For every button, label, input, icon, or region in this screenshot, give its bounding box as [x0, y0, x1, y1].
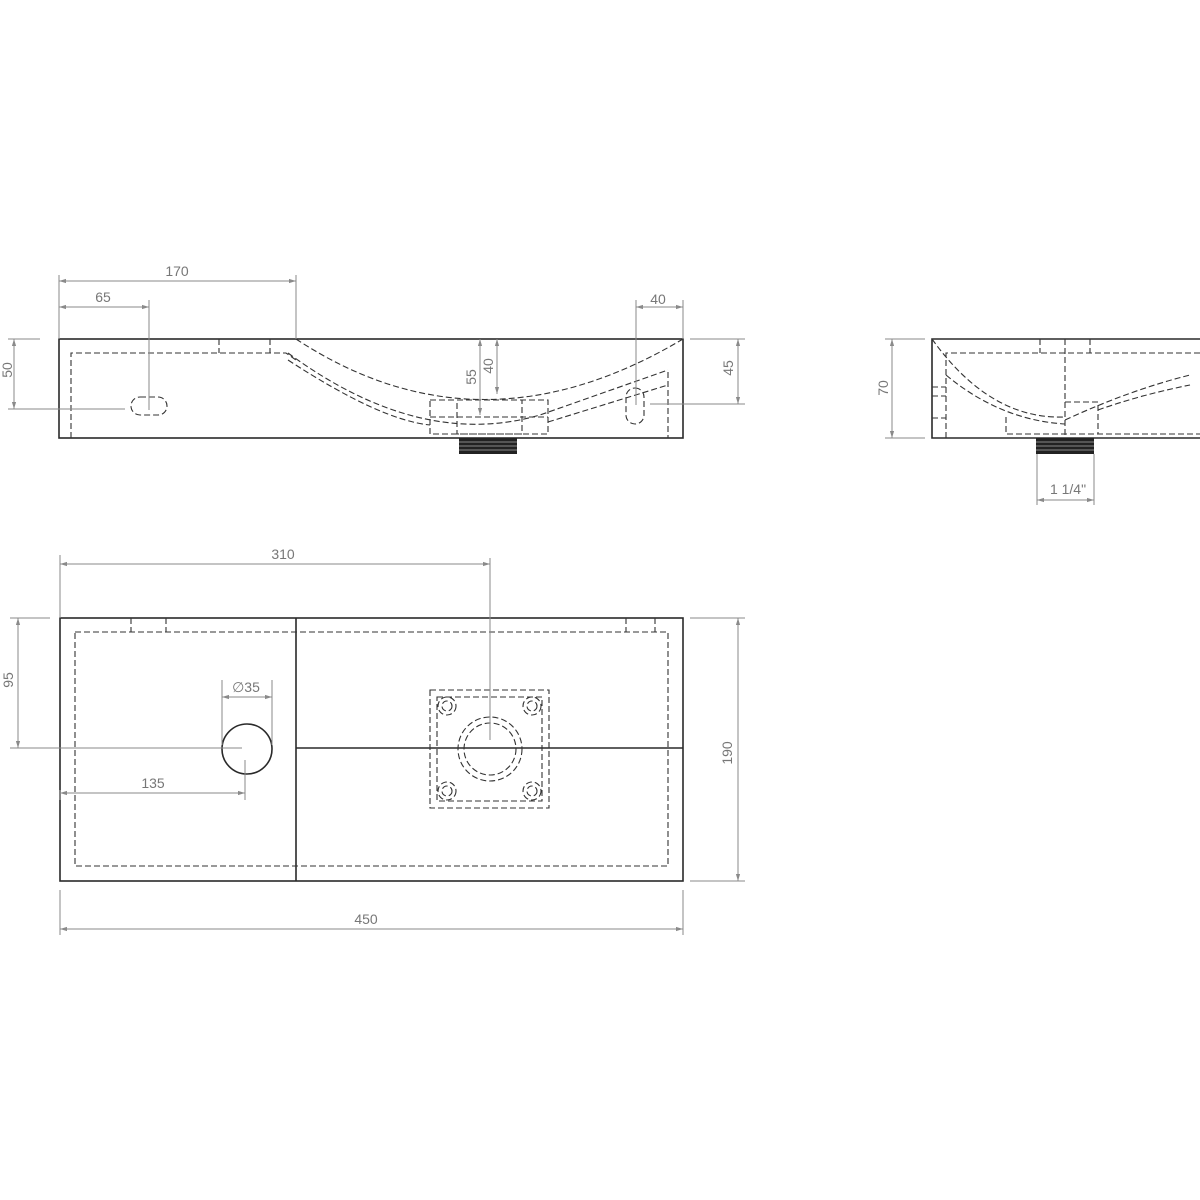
dim-55-label: 55 [463, 369, 479, 385]
side-view: 70 1 1/4" [875, 338, 1200, 505]
dim-310-label: 310 [271, 546, 295, 562]
front-view: 170 65 40 50 55 40 45 [0, 263, 745, 454]
dim-170-label: 170 [165, 263, 189, 279]
dim-45-label: 45 [720, 360, 736, 376]
dim-thread-label: 1 1/4" [1050, 481, 1086, 497]
dim-40-top-label: 40 [650, 291, 666, 307]
dim-50-label: 50 [0, 362, 15, 378]
plan-outline [59, 617, 684, 882]
dim-95-label: 95 [0, 672, 16, 688]
dim-40-depth-label: 40 [480, 358, 496, 374]
dim-450-label: 450 [354, 911, 378, 927]
front-outline [58, 338, 684, 439]
dim-70-label: 70 [875, 380, 891, 396]
dim-190-label: 190 [719, 741, 735, 765]
plan-view: 310 ∅35 95 135 190 450 [0, 546, 745, 935]
dim-135-label: 135 [141, 775, 165, 791]
dim-65-label: 65 [95, 289, 111, 305]
drain-thread-front [459, 438, 517, 454]
drain-thread-side [1036, 438, 1094, 454]
dim-diameter-label: ∅35 [232, 679, 260, 695]
faucet-hole [221, 723, 273, 775]
